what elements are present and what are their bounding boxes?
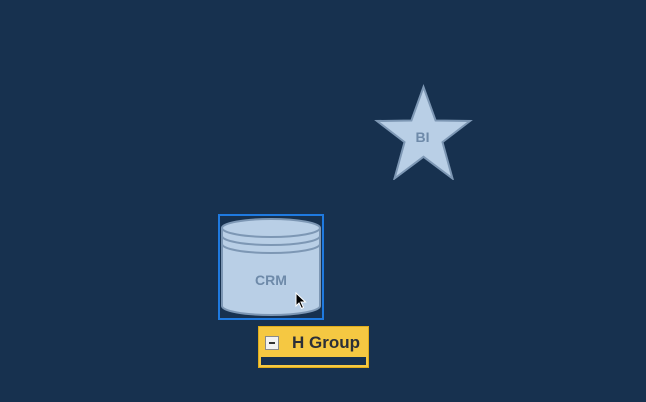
h-group-container[interactable]: H Group <box>258 326 369 368</box>
star-shape <box>374 84 473 180</box>
bi-star-node[interactable]: BI <box>372 84 473 180</box>
collapse-minus-icon[interactable] <box>265 336 279 350</box>
crm-database-node[interactable]: CRM <box>218 214 324 320</box>
database-cylinder-shape <box>221 218 321 316</box>
group-title: H Group <box>292 333 360 352</box>
group-body <box>261 357 366 365</box>
arrow-pointer-icon <box>295 291 307 310</box>
group-header[interactable]: H Group <box>259 327 368 357</box>
